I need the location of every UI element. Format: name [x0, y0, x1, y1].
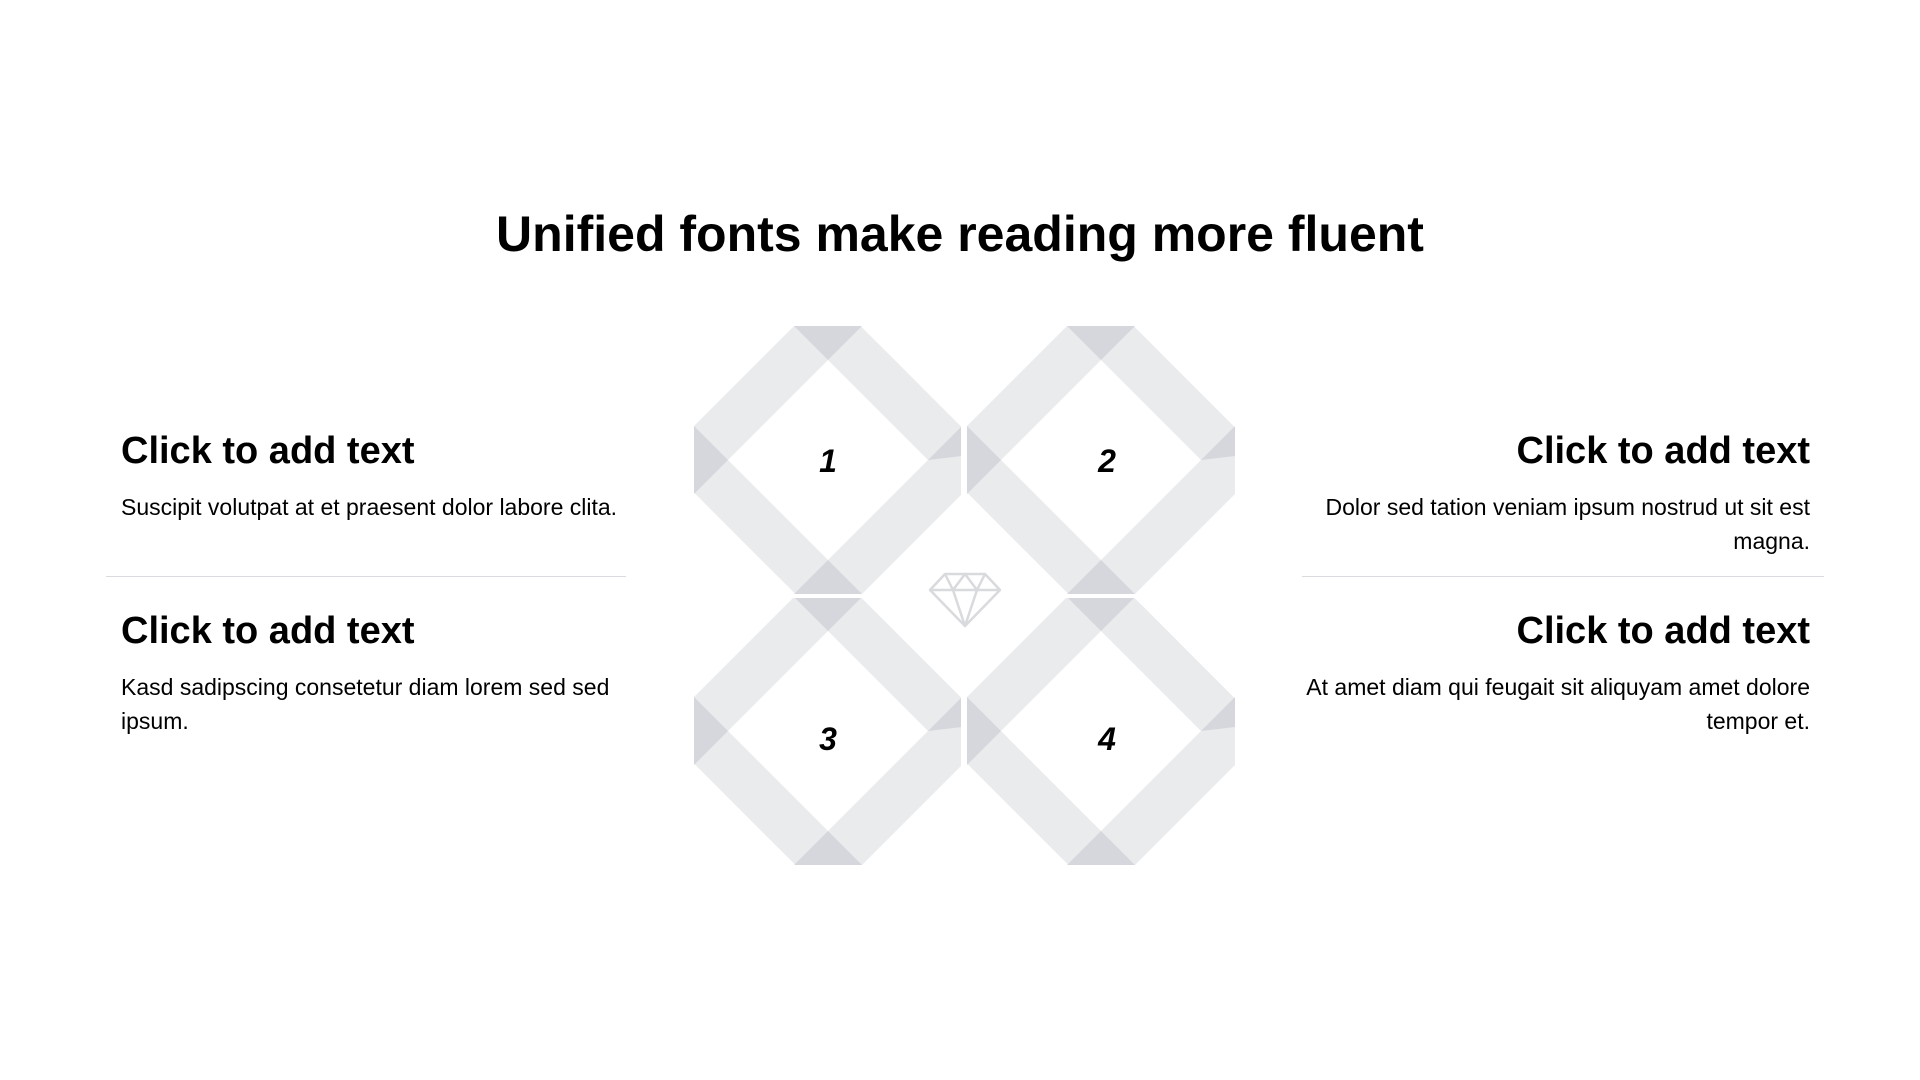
text-block-3: Click to add text Kasd sadipscing conset… — [121, 608, 641, 738]
text-block-body[interactable]: At amet diam qui feugait sit aliquyam am… — [1306, 674, 1810, 734]
divider-left — [106, 576, 626, 577]
text-block-4: Click to add text At amet diam qui feuga… — [1290, 608, 1810, 738]
step-number-2: 2 — [1097, 443, 1116, 479]
divider-right — [1302, 576, 1824, 577]
diamond-icon — [928, 572, 1002, 628]
step-number-4: 4 — [1097, 721, 1116, 757]
text-block-body[interactable]: Suscipit volutpat at et praesent dolor l… — [121, 494, 618, 520]
slide-title: Unified fonts make reading more fluent — [496, 206, 1424, 262]
text-block-body[interactable]: Dolor sed tation veniam ipsum nostrud ut… — [1325, 494, 1810, 554]
step-number-1: 1 — [819, 443, 837, 479]
text-block-heading[interactable]: Click to add text — [121, 430, 415, 472]
text-block-1: Click to add text Suscipit volutpat at e… — [121, 428, 641, 524]
text-block-heading[interactable]: Click to add text — [121, 610, 415, 652]
text-block-heading[interactable]: Click to add text — [1516, 610, 1811, 652]
text-block-body[interactable]: Kasd sadipscing consetetur diam lorem se… — [121, 674, 610, 734]
step-number-3: 3 — [819, 721, 837, 757]
text-block-heading[interactable]: Click to add text — [1516, 430, 1811, 472]
text-block-2: Click to add text Dolor sed tation venia… — [1290, 428, 1810, 558]
